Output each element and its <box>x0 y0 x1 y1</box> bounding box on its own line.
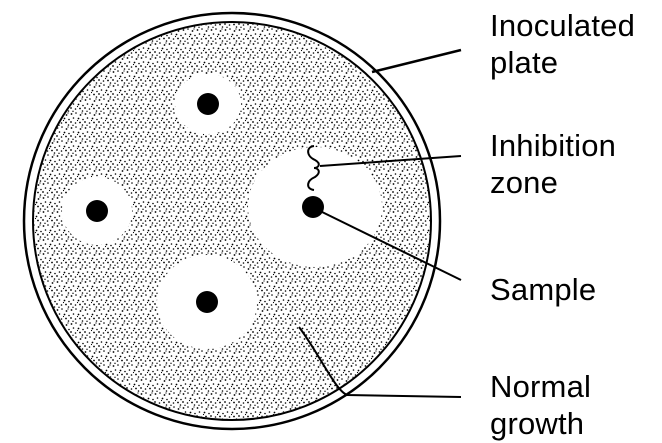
label-sample-line1: Sample <box>490 271 596 308</box>
label-inhibition-zone-line2: zone <box>490 164 616 201</box>
label-inoculated-plate: Inoculated plate <box>490 7 635 81</box>
label-normal-growth-line2: growth <box>490 405 591 442</box>
sample-well-top <box>197 93 219 115</box>
label-inoculated-plate-line2: plate <box>490 44 635 81</box>
label-inhibition-zone: Inhibition zone <box>490 127 616 201</box>
inoculated-plate-leader <box>372 50 461 72</box>
sample-well-left <box>86 200 108 222</box>
label-normal-growth-line1: Normal <box>490 368 591 405</box>
sample-well-bottom <box>196 291 218 313</box>
label-sample: Sample <box>490 271 596 308</box>
label-normal-growth: Normal growth <box>490 368 591 442</box>
label-inhibition-zone-line1: Inhibition <box>490 127 616 164</box>
sample-well-right <box>302 196 324 218</box>
label-inoculated-plate-line1: Inoculated <box>490 7 635 44</box>
